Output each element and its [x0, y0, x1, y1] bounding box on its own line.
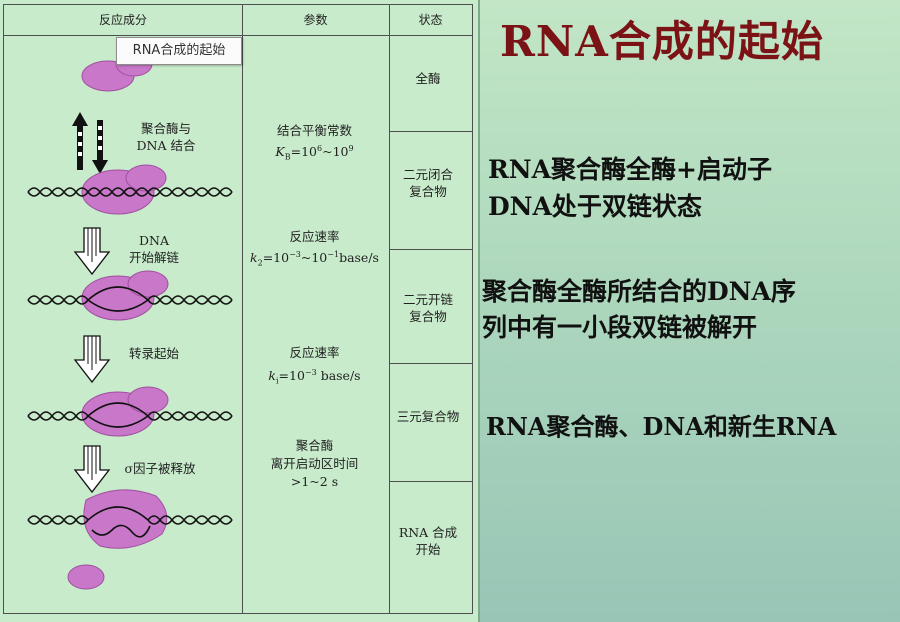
hover-tooltip: RNA合成的起始	[116, 37, 242, 65]
slide-title: RNA合成的起始	[500, 17, 824, 66]
param-escape-desc: 离开启动区时间	[270, 456, 359, 471]
sigma-factor-shape	[67, 564, 105, 590]
param-binding-title: 结合平衡常数	[276, 123, 352, 138]
binding-equilibrium-arrows	[72, 112, 108, 174]
state-divider	[389, 249, 472, 250]
state-holoenzyme: 全酶	[415, 71, 441, 86]
transition-arrow	[73, 227, 111, 276]
state-divider	[389, 363, 472, 364]
step-label-melting-2: 开始解链	[128, 250, 179, 265]
param-escape-title: 聚合酶	[295, 438, 334, 453]
state-divider	[389, 131, 472, 132]
bullet-dna-unwound-2: 列中有一小段双链被解开	[482, 313, 758, 342]
step-label-binding-2: DNA 结合	[136, 138, 196, 153]
param-initiation-title: 反应速率	[289, 345, 340, 360]
column-divider	[389, 5, 390, 613]
state-closed-complex-2: 复合物	[409, 184, 447, 199]
step-label-binding-1: 聚合酶与	[140, 121, 191, 136]
header-divider	[4, 35, 472, 36]
ternary-complex-shape	[27, 386, 233, 437]
process-table: 反应成分 参数 状态	[3, 4, 473, 614]
open-complex-shape	[27, 270, 233, 321]
header-components: 反应成分	[98, 13, 147, 27]
param-escape-time: >1~2 s	[290, 474, 339, 489]
bullet-holoenzyme-promoter: RNA聚合酶全酶+启动子	[488, 155, 772, 184]
state-open-complex-2: 复合物	[409, 309, 447, 324]
bullet-dna-unwound-1: 聚合酶全酶所结合的DNA序	[482, 277, 796, 306]
param-melting-rate: k2=10−3~10−1base/s	[250, 250, 379, 268]
state-rna-synthesis-2: 开始	[415, 542, 441, 557]
bullet-ternary-complex: RNA聚合酶、DNA和新生RNA	[486, 412, 837, 441]
state-open-complex-1: 二元开链	[402, 292, 453, 307]
header-parameters: 参数	[303, 13, 328, 27]
transition-arrow	[73, 335, 111, 384]
state-divider	[389, 481, 472, 482]
core-enzyme-shape	[27, 489, 233, 549]
transition-arrow	[73, 445, 111, 494]
param-melting-title: 反应速率	[289, 229, 340, 244]
header-state: 状态	[418, 13, 443, 27]
param-binding-constant: KB=106~109	[275, 144, 354, 162]
process-figure: 反应成分 参数 状态	[0, 0, 480, 622]
state-rna-synthesis-1: RNA 合成	[398, 525, 458, 540]
state-closed-complex-1: 二元闭合	[402, 167, 453, 182]
param-initiation-rate: ki=10−3 base/s	[268, 368, 361, 386]
state-ternary-complex: 三元复合物	[396, 409, 460, 424]
step-label-initiation: 转录起始	[128, 346, 179, 361]
column-divider	[242, 5, 243, 613]
closed-complex-shape	[27, 164, 233, 215]
bullet-dna-double-strand: DNA处于双链状态	[488, 192, 702, 221]
step-label-melting-1: DNA	[139, 233, 169, 248]
step-label-sigma-release: σ因子被释放	[124, 461, 196, 476]
